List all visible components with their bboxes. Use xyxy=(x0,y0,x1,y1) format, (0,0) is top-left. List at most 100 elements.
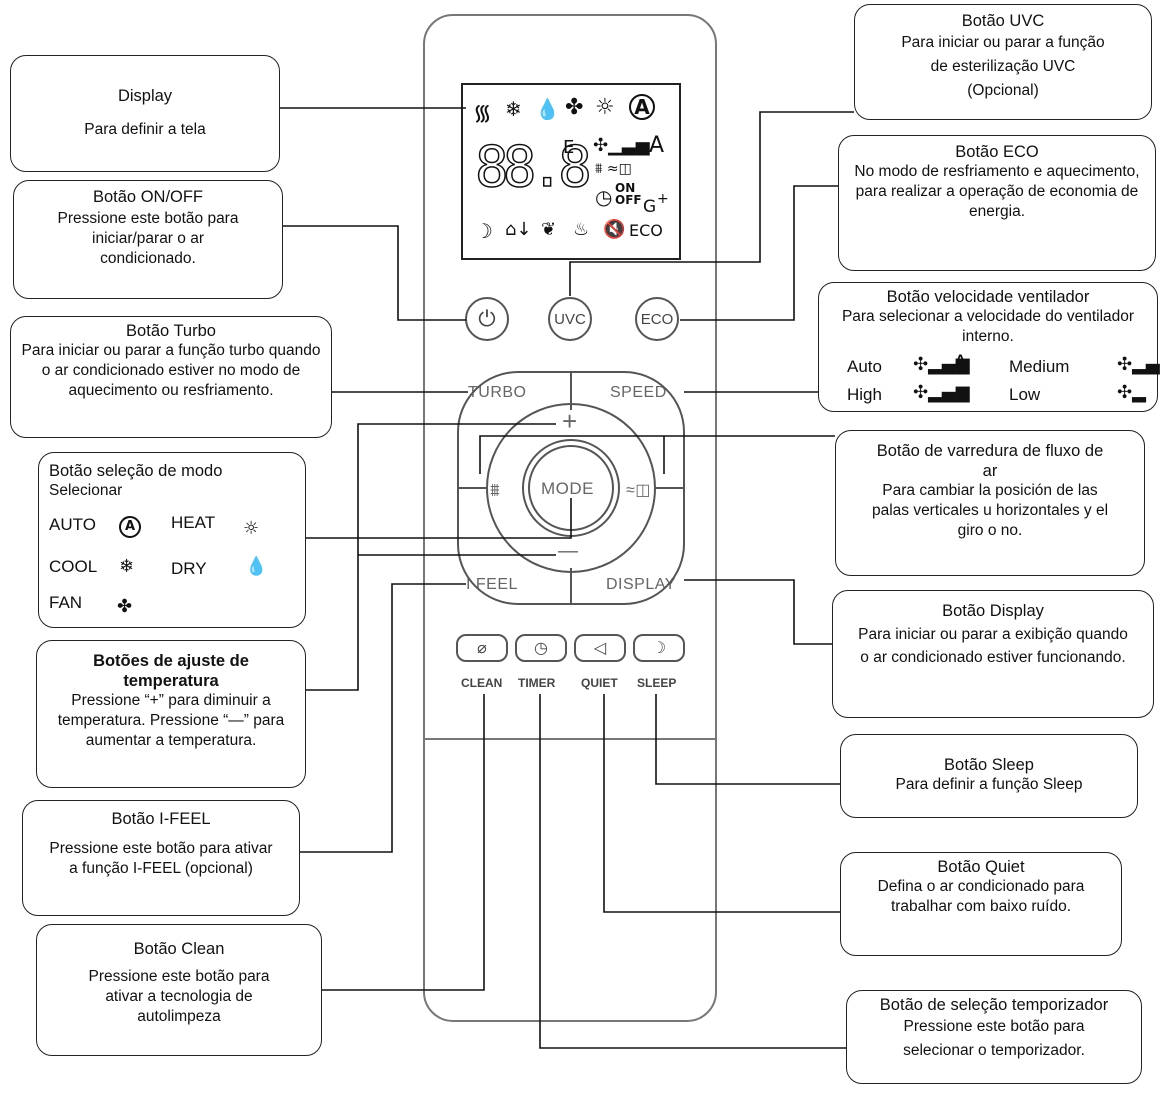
turbo-button[interactable]: TURBO xyxy=(468,384,527,401)
lcd-screen: ᯾ ❄ 💧 ✤ ☼ A 88.8 E ✣▁▃▅ A ⩩ ≈◫ ◷ ON OFF … xyxy=(461,83,681,260)
uvc-label: UVC xyxy=(554,310,586,328)
vertical-swing-icon: ⩩ ≈◫ xyxy=(595,161,632,177)
callout-ifeel: Botão I-FEEL Pressione este botão para a… xyxy=(22,800,300,916)
quiet-button[interactable]: ◁ xyxy=(574,634,626,662)
fan-speed-icon: ✣▁▃▅ xyxy=(593,135,650,156)
lcd-g-plus: + xyxy=(657,191,669,207)
callout-temp: Botões de ajuste de temperatura Pression… xyxy=(36,640,306,788)
callout-onoff: Botão ON/OFF Pressione este botão para i… xyxy=(13,180,283,299)
auto-icon: A xyxy=(119,516,141,538)
mode-button[interactable]: MODE xyxy=(541,479,594,498)
fan-icon: ✤ xyxy=(565,95,584,120)
fan-icon: ✤ xyxy=(117,596,133,617)
callout-desc: Pressione este botão para selecionar o t… xyxy=(903,1018,1085,1059)
sleep-button[interactable]: ☽ xyxy=(633,634,685,662)
broom-icon: ⌀ xyxy=(477,640,487,657)
clean-button[interactable]: ⌀ xyxy=(456,634,508,662)
uvc-button[interactable]: UVC xyxy=(548,297,592,341)
callout-desc: Para selecionar a velocidade do ventilad… xyxy=(841,308,1135,345)
callout-sleep: Botão Sleep Para definir a função Sleep xyxy=(840,734,1138,818)
heat-icon: ☼ xyxy=(243,518,260,539)
callout-display: Display Para definir a tela xyxy=(10,55,280,172)
lcd-eco: ECO xyxy=(629,221,663,240)
callout-desc: Para definir a tela xyxy=(84,121,206,138)
callout-eco: Botão ECO No modo de resfriamento e aque… xyxy=(838,135,1156,271)
moon-icon: ☽ xyxy=(651,640,667,657)
callout-title: Botão ECO xyxy=(955,143,1039,161)
mode-auto-label: AUTO xyxy=(49,515,96,534)
callout-display-button: Botão Display Para iniciar ou parar a ex… xyxy=(832,590,1154,718)
sleep-label: SLEEP xyxy=(637,676,677,690)
speed-button[interactable]: SPEED xyxy=(610,384,667,401)
sleep-icon: ☽ xyxy=(475,219,493,243)
callout-swing: Botão de varredura de fluxo de ar Para c… xyxy=(835,430,1145,576)
callout-title: Botão Display xyxy=(942,602,1044,620)
leaf-icon: ❦ xyxy=(541,219,557,240)
mode-dry-label: DRY xyxy=(171,559,207,578)
callout-desc: No modo de resfriamento e aquecimento, p… xyxy=(854,163,1140,220)
callout-desc: Pressione este botão para ativar a funçã… xyxy=(49,840,273,877)
callout-desc: Defina o ar condicionado para trabalhar … xyxy=(877,878,1085,915)
display-button[interactable]: DISPLAY xyxy=(606,576,676,593)
clean-label: CLEAN xyxy=(461,676,503,690)
quiet-label: QUIET xyxy=(581,676,618,690)
dry-icon: 💧 xyxy=(535,97,560,121)
mute-icon: 🔇 xyxy=(603,219,626,240)
lcd-e: E xyxy=(563,137,575,158)
temp-down-button[interactable]: — xyxy=(558,540,579,562)
callout-title: Botão Turbo xyxy=(126,322,216,340)
mute-icon: ◁ xyxy=(593,640,607,657)
callout-title: Botão de seleção temporizador xyxy=(879,996,1109,1014)
callout-uvc: Botão UVC Para iniciar ou parar a função… xyxy=(854,4,1152,120)
cool-icon: ❄ xyxy=(119,556,135,577)
speed-auto-label: Auto xyxy=(847,357,882,376)
fan-speed-low-icon: ✣▂ xyxy=(1117,382,1146,403)
callout-title: Botão ON/OFF xyxy=(92,188,204,206)
callout-desc: Pressione “+” para diminuir a temperatur… xyxy=(57,692,285,749)
callout-desc: Para definir a função Sleep xyxy=(895,776,1083,793)
callout-clean: Botão Clean Pressione este botão para at… xyxy=(36,924,322,1056)
callout-title: Botão Sleep xyxy=(944,756,1034,774)
heat-icon: ☼ xyxy=(595,95,615,120)
speed-low-label: Low xyxy=(1009,385,1041,404)
callout-turbo: Botão Turbo Para iniciar ou parar a funç… xyxy=(10,316,332,438)
horizontal-swing-button[interactable]: ≈◫ xyxy=(626,482,651,499)
callout-quiet: Botão Quiet Defina o ar condicionado par… xyxy=(840,852,1122,956)
auto-icon: A xyxy=(629,94,655,120)
eco-button[interactable]: ECO xyxy=(635,297,679,341)
vertical-swing-button[interactable]: ⩩ xyxy=(490,480,501,500)
callout-title: Botão Quiet xyxy=(937,858,1025,876)
callout-title: Botão seleção de modo xyxy=(49,462,223,480)
mode-heat-label: HEAT xyxy=(171,513,216,532)
fan-speed-medium-icon: ✣▂▄ xyxy=(1117,354,1160,375)
ifeel-button[interactable]: I FEEL xyxy=(466,576,518,593)
callout-desc: Para iniciar ou parar a exibição quando … xyxy=(858,626,1128,666)
callout-desc: Para iniciar ou parar a função de esteri… xyxy=(901,34,1105,99)
lcd-fan-auto: A xyxy=(649,133,665,158)
callout-title: Botão Clean xyxy=(133,940,225,958)
callout-subtitle: Selecionar xyxy=(49,482,123,499)
callout-title: Botão UVC xyxy=(961,12,1045,30)
callout-title: Botão I-FEEL xyxy=(111,810,211,828)
callout-desc: Pressione este botão para ativar a tecno… xyxy=(88,968,270,1025)
dry-icon: 💧 xyxy=(245,556,268,577)
callout-title: Display xyxy=(117,87,173,105)
power-icon: ⏻ xyxy=(478,306,496,331)
clock-icon: ◷ xyxy=(595,185,613,209)
temp-up-button[interactable]: + xyxy=(562,406,578,436)
callout-title: Botão de varredura de fluxo de ar xyxy=(876,442,1104,480)
lcd-off: OFF xyxy=(615,193,642,207)
callout-desc: Para iniciar ou parar a função turbo qua… xyxy=(21,342,321,399)
power-button[interactable]: ⏻ xyxy=(465,297,509,341)
mode-fan-label: FAN xyxy=(49,593,83,612)
lcd-g: G xyxy=(643,197,657,217)
callout-desc: Pressione este botão para iniciar/parar … xyxy=(57,210,239,267)
eco-label: ECO xyxy=(640,310,674,328)
fan-speed-high-icon: ✣▂▄▆ xyxy=(913,382,970,403)
heater-icon: ♨ xyxy=(573,219,590,240)
fan-speed-auto-icon: ✣▂▄▆ xyxy=(913,354,970,375)
cool-icon: ❄ xyxy=(505,97,522,121)
timer-button[interactable]: ◷ xyxy=(515,634,567,662)
wifi-icon: ᯾ xyxy=(473,101,492,126)
